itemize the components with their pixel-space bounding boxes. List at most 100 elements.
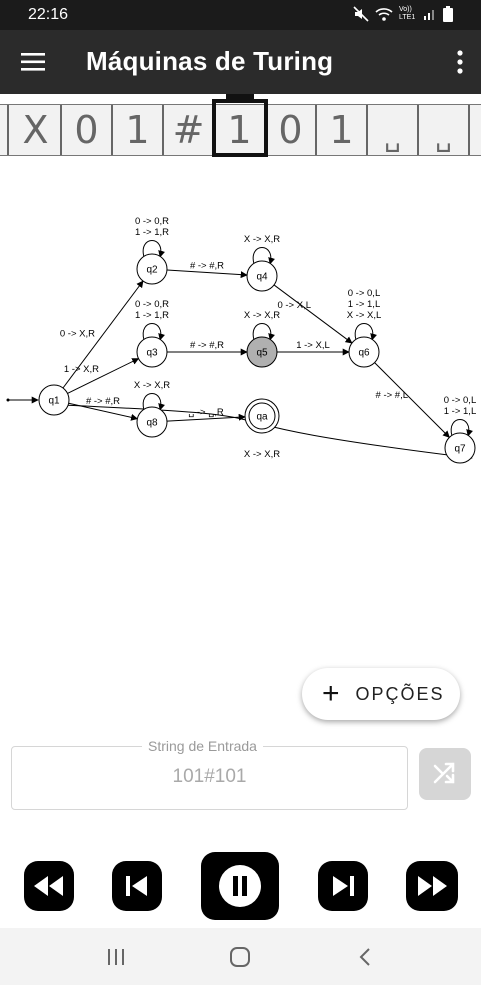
transition-label: 1 -> 1,R (135, 227, 169, 238)
input-string-label: String de Entrada (142, 738, 263, 754)
tape-cell: 1 (215, 105, 266, 155)
pause-button[interactable] (201, 852, 279, 920)
tape-cell: ␣ (368, 105, 419, 155)
state-q5[interactable]: q5 (246, 336, 278, 368)
transition-label: ␣ -> ␣,R (188, 407, 224, 418)
state-circle (38, 384, 70, 416)
step-back-button[interactable] (112, 861, 162, 911)
transition-label: X -> X,R (134, 380, 170, 391)
state-diagram: 0 -> 0,R1 -> 1,R# -> #,RX -> X,R0 -> X,R… (6, 216, 476, 464)
system-nav-bar (0, 928, 481, 985)
options-label: OPÇÕES (355, 683, 445, 704)
transition-label: 1 -> 1,L (444, 406, 476, 417)
transition-label: 1 -> 1,R (135, 310, 169, 321)
home-icon[interactable] (229, 946, 251, 968)
transition-label: X -> X,L (347, 310, 382, 321)
signal-icon (424, 10, 434, 20)
state-circle (136, 253, 168, 285)
self-loop-q5 (252, 323, 276, 341)
transition-label: 0 -> X,R (60, 329, 95, 340)
self-loop-q2 (142, 240, 166, 258)
transition-label: 1 -> X,R (64, 364, 99, 375)
playback-controls (0, 850, 481, 922)
self-loop-q4 (252, 247, 276, 265)
state-q2[interactable]: q2 (136, 253, 168, 285)
tape-cell: X (11, 105, 62, 155)
self-loop-q6 (354, 323, 378, 341)
input-string-value: 101#101 (172, 766, 247, 787)
options-button[interactable]: + OPÇÕES (302, 668, 460, 720)
state-q4[interactable]: q4 (246, 260, 278, 292)
accept-ring (248, 402, 276, 430)
self-loop-q8 (142, 393, 166, 411)
state-circle (136, 336, 168, 368)
state-circle (348, 336, 380, 368)
status-icons: Vo)) LTE1 (353, 6, 453, 22)
step-forward-button[interactable] (318, 861, 368, 911)
rewind-button[interactable] (24, 861, 74, 911)
tape-head-tab (226, 94, 254, 102)
status-time: 22:16 (28, 6, 69, 23)
state-circle (246, 260, 278, 292)
self-loop-q7 (450, 419, 474, 437)
network-label: Vo)) LTE1 (399, 6, 416, 21)
pause-icon (219, 865, 261, 907)
wifi-icon (375, 8, 393, 21)
state-circle (244, 398, 280, 434)
transition-q8-qa (166, 413, 246, 422)
transition-label: # -> #,R (190, 261, 224, 272)
tape-head (212, 99, 268, 157)
state-name: q1 (48, 396, 60, 407)
tape-cell-edge (0, 105, 9, 155)
state-qa[interactable]: qa (244, 398, 280, 434)
recents-icon[interactable] (106, 947, 126, 967)
state-name: q4 (256, 272, 268, 283)
state-name: q6 (358, 348, 370, 359)
shuffle-icon (433, 762, 455, 784)
transition-label: 0 -> 0,R (135, 216, 169, 227)
state-name: q5 (256, 348, 268, 359)
skip-previous-icon (126, 876, 147, 896)
menu-icon[interactable] (20, 49, 46, 75)
tape-cell: ␣ (419, 105, 470, 155)
tape-cell: 1 (317, 105, 368, 155)
transition-label: X -> X,R (244, 449, 280, 460)
fast-forward-button[interactable] (406, 861, 458, 911)
state-circle (246, 336, 278, 368)
tape-cell: 1 (113, 105, 164, 155)
state-q7[interactable]: q7 (444, 432, 476, 464)
state-name: q8 (146, 418, 158, 429)
state-circle (136, 406, 168, 438)
plus-icon: + (322, 677, 340, 710)
transition-label: # -> #,R (86, 396, 120, 407)
status-bar: 22:16 Vo)) LTE1 (0, 0, 481, 30)
state-q1[interactable]: q1 (38, 384, 70, 416)
transition-label: 0 -> X,L (277, 300, 311, 311)
transition-label: 1 -> X,L (296, 340, 330, 351)
shuffle-button[interactable] (419, 748, 471, 800)
self-loop-q3 (142, 323, 166, 341)
transition-q1-q3 (67, 358, 140, 394)
battery-icon (443, 6, 453, 22)
state-q3[interactable]: q3 (136, 336, 168, 368)
tape-cell: 0 (62, 105, 113, 155)
state-q6[interactable]: q6 (348, 336, 380, 368)
transition-label: X -> X,R (244, 310, 280, 321)
state-name: q3 (146, 348, 158, 359)
tape-cell: 0 (266, 105, 317, 155)
transition-label: # -> #,R (190, 340, 224, 351)
mute-icon (353, 6, 369, 22)
transition-label: X -> X,R (244, 234, 280, 245)
transition-label: 0 -> 0,L (444, 395, 476, 406)
skip-next-icon (333, 876, 354, 896)
back-icon[interactable] (357, 947, 373, 967)
fast-forward-icon (418, 876, 447, 896)
state-name: qa (256, 412, 268, 423)
transition-label: 1 -> 1,L (348, 299, 380, 310)
tape-cell: # (164, 105, 215, 155)
more-vert-icon[interactable] (455, 48, 465, 76)
transition-q6-q7 (374, 362, 450, 438)
transition-q1-q2 (62, 280, 144, 389)
state-q8[interactable]: q8 (136, 406, 168, 438)
